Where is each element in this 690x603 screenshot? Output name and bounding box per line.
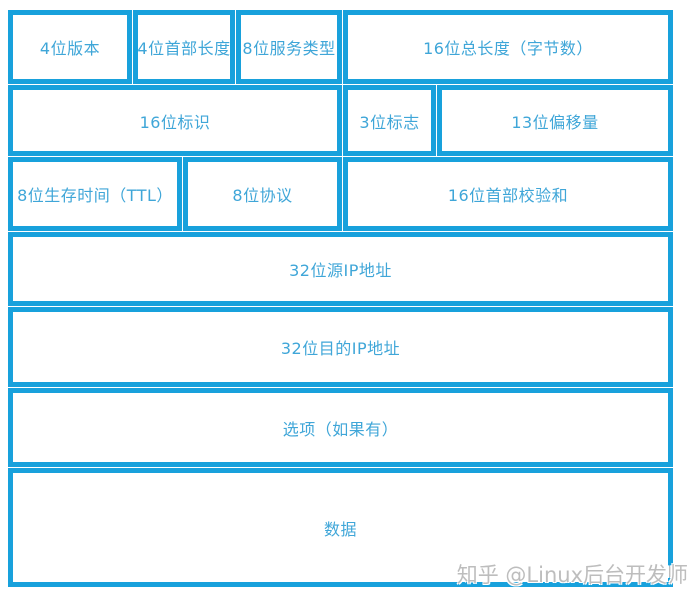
field-label: 3位标志 bbox=[359, 112, 420, 132]
header-field-cell: 32位源IP地址 bbox=[8, 232, 673, 306]
field-label: 16位首部校验和 bbox=[447, 186, 569, 205]
diagram-row: 32位源IP地址 bbox=[8, 232, 673, 306]
header-field-cell: 32位目的IP地址 bbox=[8, 307, 673, 387]
header-field-cell: 16位总长度（字节数） bbox=[343, 10, 673, 84]
field-label: 16位总长度（字节数） bbox=[423, 39, 593, 58]
field-label: 8位服务类型 bbox=[242, 39, 336, 58]
header-field-cell: 8位协议 bbox=[183, 157, 342, 231]
field-label: 32位目的IP地址 bbox=[280, 339, 401, 358]
diagram-row: 32位目的IP地址 bbox=[8, 307, 673, 387]
header-field-cell: 选项（如果有） bbox=[8, 388, 673, 467]
diagram-row: 选项（如果有） bbox=[8, 388, 673, 467]
header-field-cell: 13位偏移量 bbox=[437, 85, 673, 156]
field-label: 4位首部长度 bbox=[137, 39, 231, 58]
header-field-cell: 8位服务类型 bbox=[236, 10, 342, 84]
watermark: 知乎 @Linux后台开发师 bbox=[456, 563, 688, 587]
field-label: 13位偏移量 bbox=[511, 112, 599, 132]
diagram-row: 8位生存时间（TTL） 8位协议 16位首部校验和 bbox=[8, 157, 673, 231]
header-field-cell: 16位首部校验和 bbox=[343, 157, 673, 231]
field-label: 4位版本 bbox=[39, 39, 101, 58]
field-label: 16位标识 bbox=[139, 112, 211, 132]
ip-header-diagram: 4位版本 4位首部长度 8位服务类型 16位总长度（字节数） 16位标识 3位标志 13位偏… bbox=[8, 10, 673, 587]
header-field-cell: 16位标识 bbox=[8, 85, 342, 156]
field-label: 8位生存时间（TTL） bbox=[17, 186, 173, 205]
field-label: 32位源IP地址 bbox=[289, 261, 392, 280]
header-field-cell: 8位生存时间（TTL） bbox=[8, 157, 182, 231]
header-field-cell: 4位首部长度 bbox=[133, 10, 235, 84]
diagram-row: 4位版本 4位首部长度 8位服务类型 16位总长度（字节数） bbox=[8, 10, 673, 84]
header-field-cell: 3位标志 bbox=[343, 85, 436, 156]
diagram-row: 数据 bbox=[8, 468, 673, 587]
field-label: 选项（如果有） bbox=[282, 419, 399, 439]
header-field-cell: 4位版本 bbox=[8, 10, 132, 84]
header-field-cell: 数据 bbox=[8, 468, 673, 587]
field-label: 8位协议 bbox=[232, 186, 293, 205]
diagram-row: 16位标识 3位标志 13位偏移量 bbox=[8, 85, 673, 156]
field-label: 数据 bbox=[323, 519, 357, 539]
